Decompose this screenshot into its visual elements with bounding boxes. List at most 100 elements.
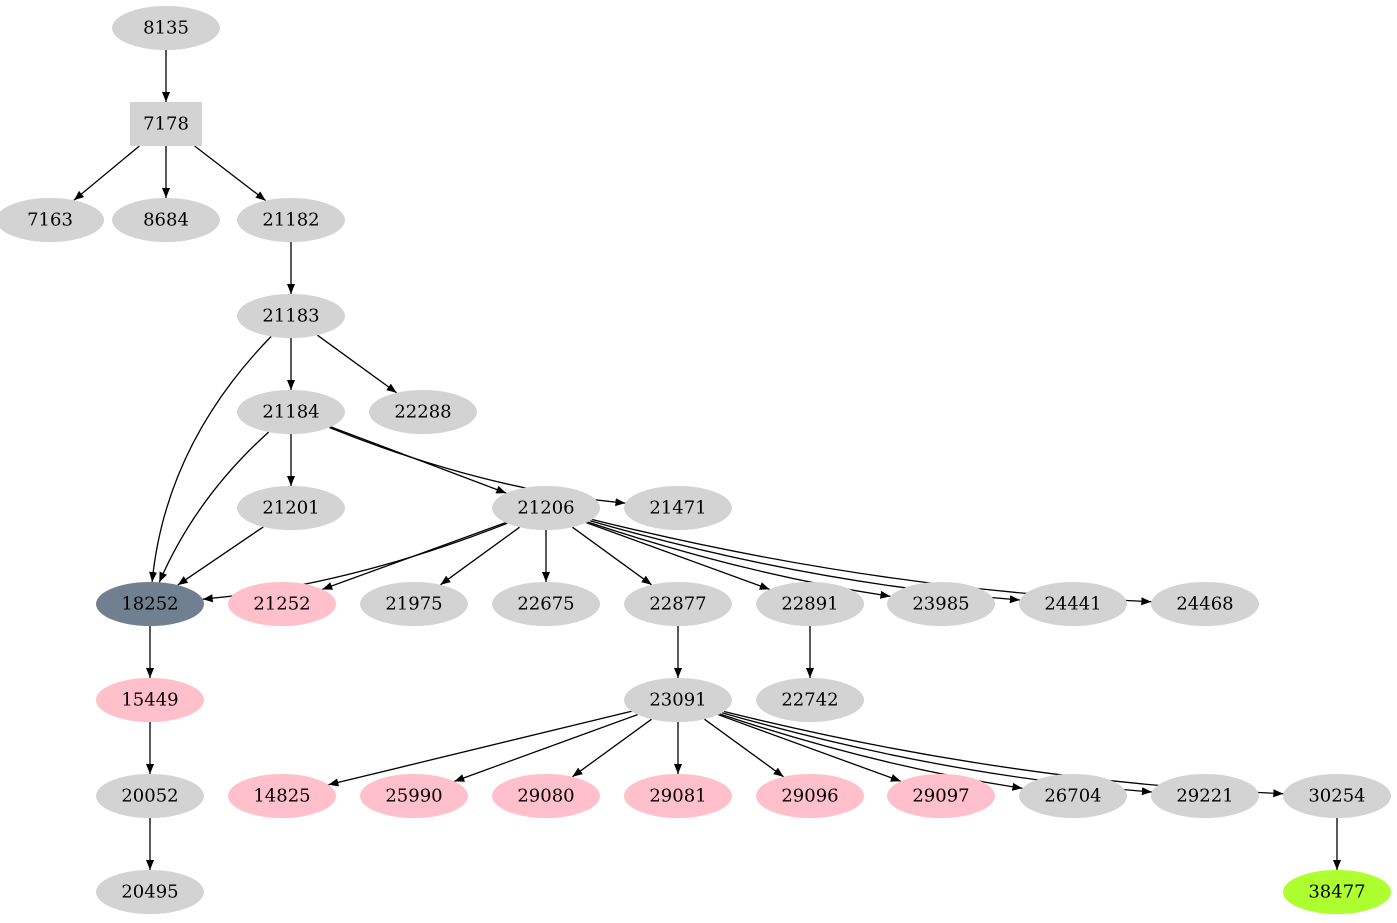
node-label: 22742 (781, 690, 838, 711)
node-38477: 38477 (1283, 870, 1391, 914)
node-ellipse (112, 198, 220, 242)
node-21183: 21183 (237, 294, 345, 338)
node-ellipse (1019, 582, 1127, 626)
node-ellipse (237, 294, 345, 338)
node-22742: 22742 (756, 678, 864, 722)
node-label: 18252 (121, 594, 178, 615)
edge-21206-to-23985 (587, 521, 891, 599)
node-ellipse (228, 582, 336, 626)
node-7178: 7178 (130, 102, 202, 146)
node-label: 21184 (262, 402, 319, 423)
node-29097: 29097 (887, 774, 995, 818)
edge-21184-to-18252 (158, 431, 270, 583)
node-23091: 23091 (624, 678, 732, 722)
node-24468: 24468 (1151, 582, 1259, 626)
node-label: 7163 (27, 210, 73, 231)
node-18252: 18252 (96, 582, 204, 626)
edge-21183-to-18252 (149, 336, 272, 583)
node-24441: 24441 (1019, 582, 1127, 626)
node-label: 22877 (649, 594, 706, 615)
node-20495: 20495 (96, 870, 204, 914)
node-ellipse (492, 582, 600, 626)
node-ellipse (624, 678, 732, 722)
node-label: 21252 (253, 594, 310, 615)
edge-23091-to-25990 (454, 713, 638, 783)
node-label: 29081 (649, 786, 706, 807)
node-8135: 8135 (112, 6, 220, 50)
node-20052: 20052 (96, 774, 204, 818)
node-ellipse (624, 774, 732, 818)
node-22288: 22288 (369, 390, 477, 434)
node-21201: 21201 (237, 486, 345, 530)
node-ellipse (887, 582, 995, 626)
node-21184: 21184 (237, 390, 345, 434)
node-ellipse (0, 198, 104, 242)
node-ellipse (96, 678, 204, 722)
node-label: 20495 (121, 882, 178, 903)
node-label: 22891 (781, 594, 838, 615)
node-26704: 26704 (1019, 774, 1127, 818)
node-ellipse (1283, 774, 1391, 818)
node-22675: 22675 (492, 582, 600, 626)
node-ellipse (237, 486, 345, 530)
node-label: 30254 (1308, 786, 1365, 807)
node-ellipse (492, 486, 600, 530)
edge-7178-to-7163 (73, 145, 140, 201)
node-ellipse (492, 774, 600, 818)
node-label: 22675 (517, 594, 574, 615)
edge-23091-to-29096 (704, 718, 784, 778)
node-ellipse (756, 678, 864, 722)
node-label: 24468 (1176, 594, 1233, 615)
node-ellipse (1151, 774, 1259, 818)
node-25990: 25990 (360, 774, 468, 818)
edge-21183-to-22288 (317, 334, 397, 394)
node-ellipse (756, 774, 864, 818)
node-ellipse (228, 774, 336, 818)
node-7163: 7163 (0, 198, 104, 242)
edge-21206-to-22891 (586, 521, 770, 591)
node-label: 14825 (253, 786, 310, 807)
node-14825: 14825 (228, 774, 336, 818)
node-22891: 22891 (756, 582, 864, 626)
node-box (130, 102, 202, 146)
node-ellipse (96, 870, 204, 914)
node-ellipse (360, 774, 468, 818)
edge-23091-to-14825 (328, 710, 632, 787)
edge-23091-to-26704 (719, 713, 1023, 791)
edge-23091-to-29097 (717, 714, 902, 782)
node-label: 7178 (143, 114, 189, 135)
node-label: 23985 (912, 594, 969, 615)
node-ellipse (624, 486, 732, 530)
node-21182: 21182 (237, 198, 345, 242)
node-ellipse (369, 390, 477, 434)
edge-23091-to-29080 (572, 718, 652, 778)
node-label: 24441 (1044, 594, 1101, 615)
node-29080: 29080 (492, 774, 600, 818)
node-ellipse (1151, 582, 1259, 626)
node-label: 29096 (781, 786, 838, 807)
node-label: 25990 (385, 786, 442, 807)
node-8684: 8684 (112, 198, 220, 242)
nodes-layer: 8135 7178 7163 8684 21182 21183 21184 22288 2120… (0, 6, 1391, 914)
node-label: 8684 (143, 210, 189, 231)
node-label: 21182 (262, 210, 319, 231)
node-22877: 22877 (624, 582, 732, 626)
node-label: 20052 (121, 786, 178, 807)
edge-21206-to-21975 (440, 526, 520, 586)
node-ellipse (624, 582, 732, 626)
node-29081: 29081 (624, 774, 732, 818)
node-label: 29080 (517, 786, 574, 807)
node-21206: 21206 (492, 486, 600, 530)
node-ellipse (237, 390, 345, 434)
node-label: 26704 (1044, 786, 1101, 807)
node-label: 21201 (262, 498, 319, 519)
node-30254: 30254 (1283, 774, 1391, 818)
node-21252: 21252 (228, 582, 336, 626)
node-ellipse (1019, 774, 1127, 818)
node-label: 29097 (912, 786, 969, 807)
node-label: 21471 (649, 498, 706, 519)
edge-7178-to-21182 (194, 145, 267, 202)
node-ellipse (887, 774, 995, 818)
node-label: 8135 (143, 18, 189, 39)
